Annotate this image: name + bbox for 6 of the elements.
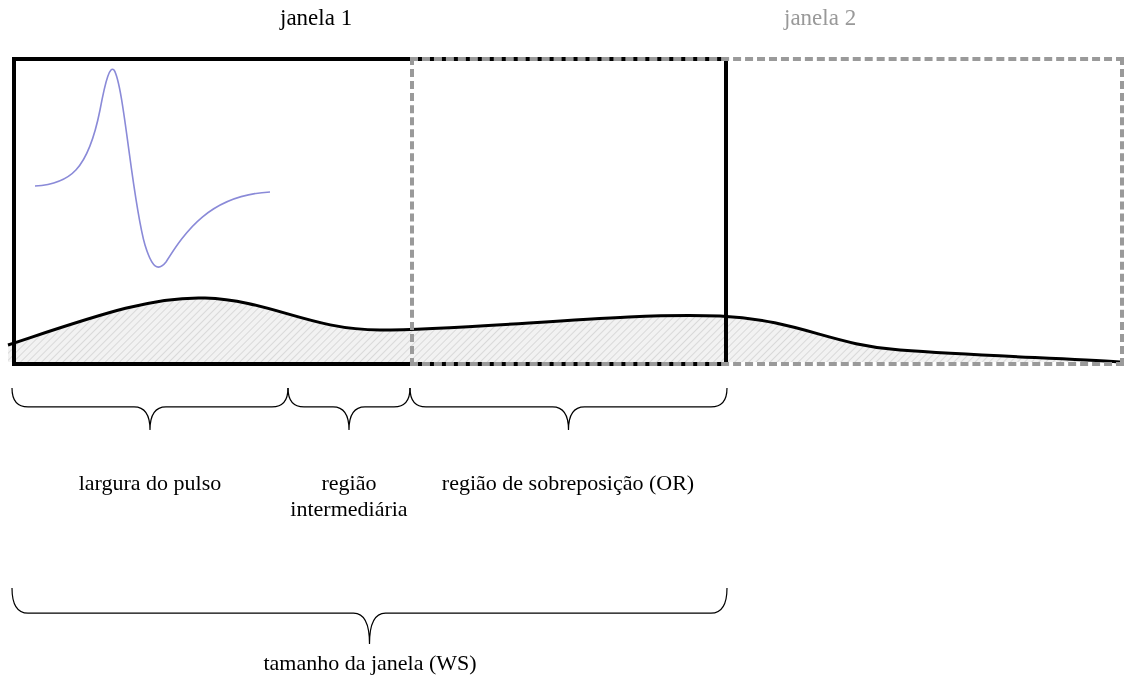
region-label: região de sobreposição (OR): [440, 470, 696, 497]
window-heading: janela 2: [784, 5, 857, 31]
region-label: largura do pulso: [77, 470, 223, 497]
region-label: região intermediária: [289, 470, 409, 523]
window-heading: janela 1: [280, 5, 353, 31]
region-label: tamanho da janela (WS): [262, 650, 478, 677]
